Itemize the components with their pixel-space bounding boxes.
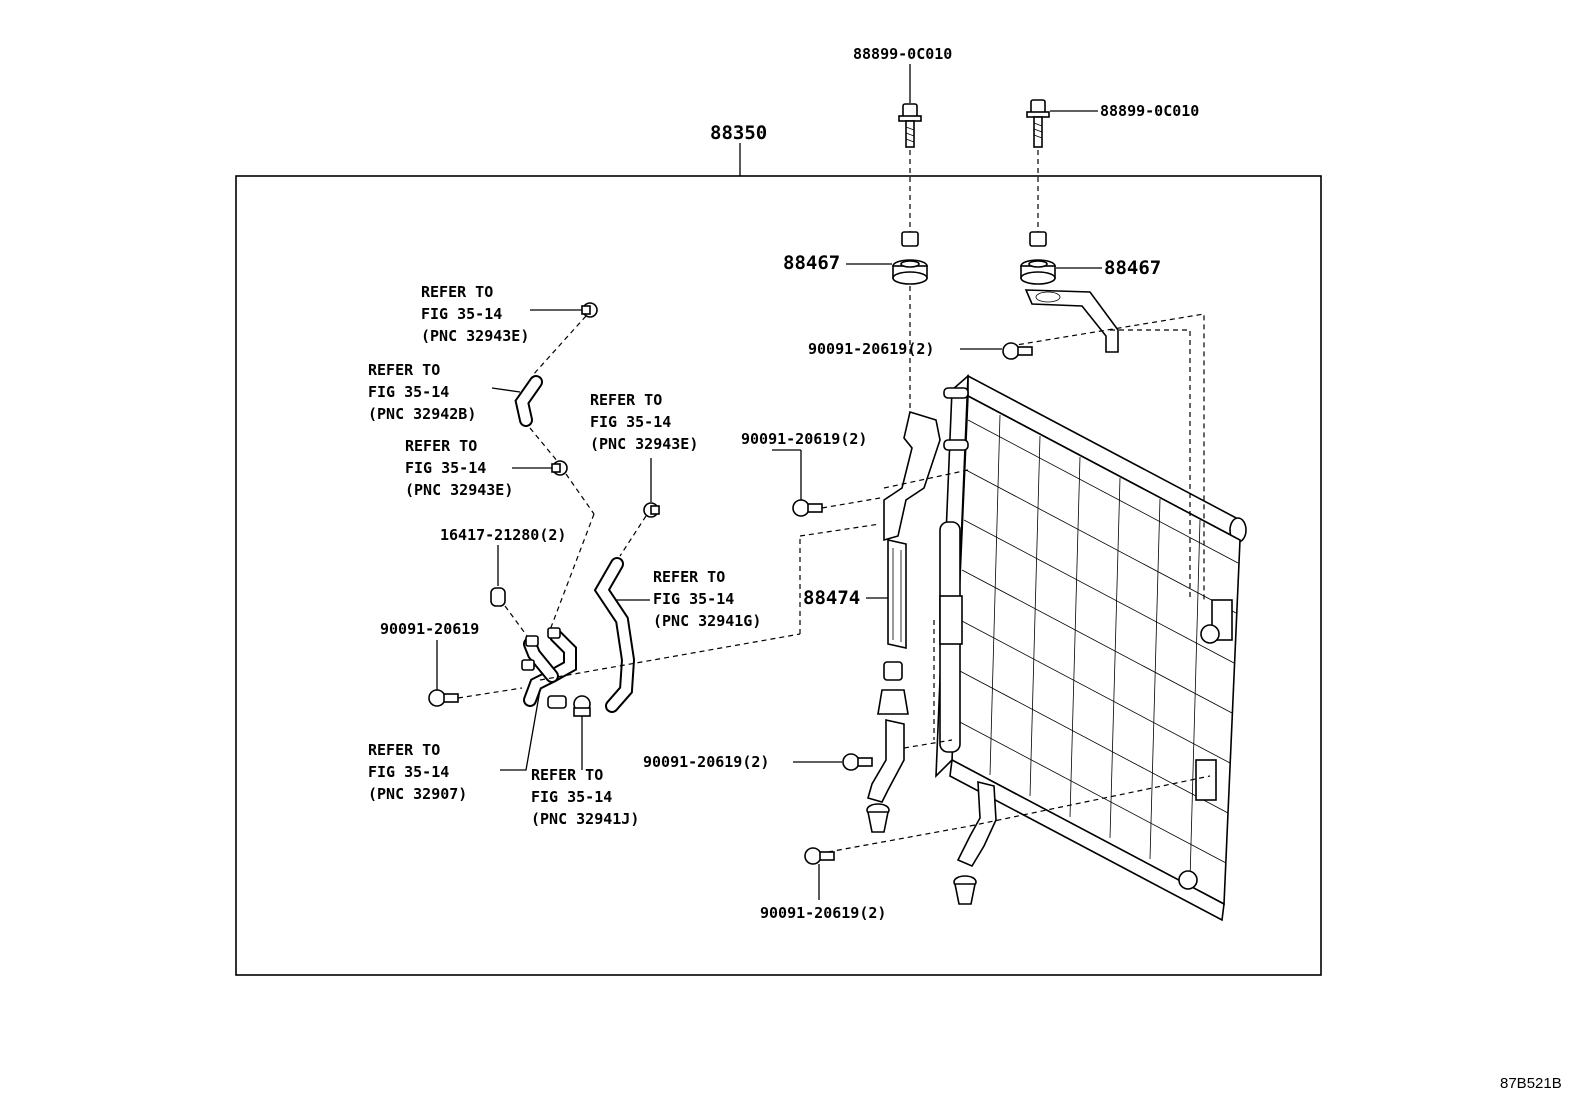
bolt-top-left-icon[interactable] bbox=[898, 103, 922, 148]
clip-middle-icon[interactable] bbox=[551, 460, 568, 476]
bolt-pipe-icon[interactable] bbox=[428, 689, 459, 707]
pipe-assembly-icon[interactable] bbox=[521, 627, 577, 709]
grommet-right-icon[interactable] bbox=[953, 875, 977, 905]
hose-lower-icon[interactable] bbox=[593, 557, 636, 713]
refer-to-4[interactable]: REFER TO FIG 35-14 (PNC 32943E) bbox=[590, 391, 698, 453]
clip-upper-icon[interactable] bbox=[581, 302, 598, 318]
assembly-part-number[interactable]: 88350 bbox=[710, 122, 767, 144]
bolt-bracket-upper-left-label[interactable]: 90091-20619(2) bbox=[741, 430, 867, 448]
condenser-icon[interactable] bbox=[935, 374, 1247, 922]
bolt-top-right-icon[interactable] bbox=[1026, 99, 1050, 148]
cushion-left-icon[interactable] bbox=[892, 231, 928, 285]
seal-label[interactable]: 88474 bbox=[803, 587, 860, 609]
bracket-upper-left-icon[interactable] bbox=[883, 410, 941, 542]
bracket-lower-left-icon[interactable] bbox=[867, 719, 905, 803]
clip-right-icon[interactable] bbox=[643, 502, 660, 518]
cushion-right-label[interactable]: 88467 bbox=[1104, 257, 1161, 279]
assembly-frame bbox=[235, 175, 1322, 976]
bolt-bracket-bottom-icon[interactable] bbox=[804, 847, 835, 865]
bolt-top-right-label[interactable]: 88899-0C010 bbox=[1100, 102, 1199, 120]
bracket-bottom-icon[interactable] bbox=[956, 780, 997, 868]
bracket-small-icon[interactable] bbox=[939, 595, 963, 645]
bolt-bracket-upper-right-label[interactable]: 90091-20619(2) bbox=[808, 340, 934, 358]
cushion-lower-icon[interactable] bbox=[877, 661, 909, 715]
oring-label[interactable]: 16417-21280(2) bbox=[440, 526, 566, 544]
hose-upper-icon[interactable] bbox=[514, 375, 543, 427]
bolt-bracket-lower-icon[interactable] bbox=[842, 753, 873, 771]
refer-to-7[interactable]: REFER TO FIG 35-14 (PNC 32941J) bbox=[531, 766, 639, 828]
cushion-left-label[interactable]: 88467 bbox=[783, 252, 840, 274]
bracket-upper-right-icon[interactable] bbox=[1024, 289, 1119, 353]
refer-to-3[interactable]: REFER TO FIG 35-14 (PNC 32943E) bbox=[405, 437, 513, 499]
refer-to-5[interactable]: REFER TO FIG 35-14 (PNC 32941G) bbox=[653, 568, 761, 630]
bolt-bracket-upper-right-icon[interactable] bbox=[1002, 342, 1033, 360]
seal-icon[interactable] bbox=[887, 539, 907, 649]
grommet-left-icon[interactable] bbox=[866, 803, 890, 833]
bolt-pipe-label[interactable]: 90091-20619 bbox=[380, 620, 479, 638]
oring-icon[interactable] bbox=[490, 587, 506, 607]
bolt-top-left-label[interactable]: 88899-0C010 bbox=[853, 45, 952, 63]
refer-to-6[interactable]: REFER TO FIG 35-14 (PNC 32907) bbox=[368, 741, 467, 803]
refer-to-2[interactable]: REFER TO FIG 35-14 (PNC 32942B) bbox=[368, 361, 476, 423]
cushion-right-icon[interactable] bbox=[1020, 231, 1056, 285]
bolt-bracket-upper-left-icon[interactable] bbox=[792, 499, 823, 517]
bolt-bracket-bottom-label[interactable]: 90091-20619(2) bbox=[760, 904, 886, 922]
nut-icon[interactable] bbox=[573, 695, 591, 717]
bolt-bracket-lower-label[interactable]: 90091-20619(2) bbox=[643, 753, 769, 771]
diagram-code: 87B521B bbox=[1500, 1075, 1562, 1092]
refer-to-1[interactable]: REFER TO FIG 35-14 (PNC 32943E) bbox=[421, 283, 529, 345]
